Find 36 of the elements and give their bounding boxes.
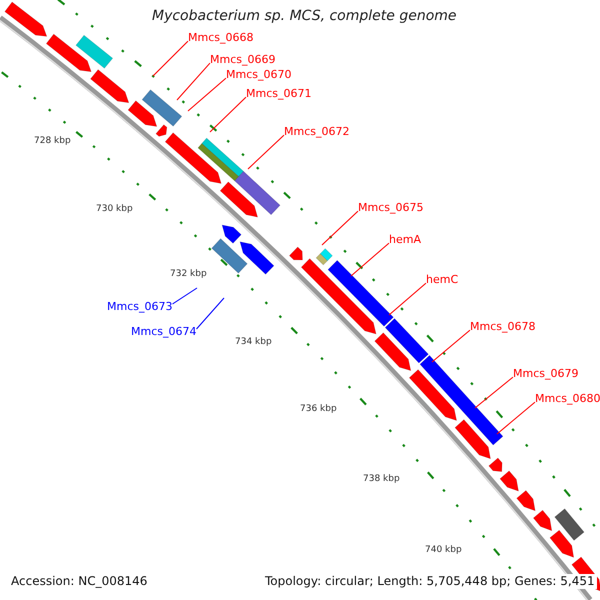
leader-line [474, 376, 514, 408]
gene-label: hemA [389, 234, 421, 246]
leader-line [388, 282, 426, 316]
tick-label: 732 kbp [170, 270, 207, 280]
gene-label: Mmcs_0669 [210, 54, 276, 66]
tick-label: 736 kbp [300, 405, 337, 415]
leader-line [248, 134, 284, 170]
gene-label: hemC [426, 274, 458, 286]
gene-label: Mmcs_0674 [131, 326, 196, 338]
leader-line [196, 298, 224, 330]
gene-label: Mmcs_0675 [358, 202, 424, 214]
tick-label: 730 kbp [96, 205, 133, 215]
gene-label: Mmcs_0671 [246, 88, 312, 100]
leader-line [350, 242, 390, 276]
gene-label: Mmcs_0673 [107, 301, 172, 314]
gene-label: Mmcs_0679 [513, 368, 578, 380]
tick-label: 740 kbp [425, 546, 462, 556]
leader-line [152, 40, 188, 76]
tick-label: 734 kbp [235, 338, 272, 348]
title: Mycobacterium sp. MCS, complete genome [152, 9, 457, 24]
gene-label: Mmcs_0672 [284, 126, 350, 138]
leader-line [432, 330, 470, 362]
gene-label: Mmcs_0680 [535, 393, 600, 406]
genome-info-text: Topology: circular; Length: 5,705,448 bp; Genes: 5,451 [263, 574, 597, 590]
leader-line [176, 62, 210, 100]
gene-label: Mmcs_0668 [188, 32, 254, 44]
tick-label: 738 kbp [363, 475, 400, 485]
gene-label: Mmcs_0670 [226, 69, 292, 82]
leader-line [322, 210, 358, 246]
leader-line [188, 78, 226, 112]
leader-line [496, 402, 536, 434]
gene-label: Mmcs_0678 [470, 321, 536, 334]
leader-line [172, 288, 198, 304]
leader-line [210, 96, 246, 132]
accession-text: Accession: NC_008146 [9, 574, 150, 590]
tick-label: 728 kbp [34, 137, 71, 147]
